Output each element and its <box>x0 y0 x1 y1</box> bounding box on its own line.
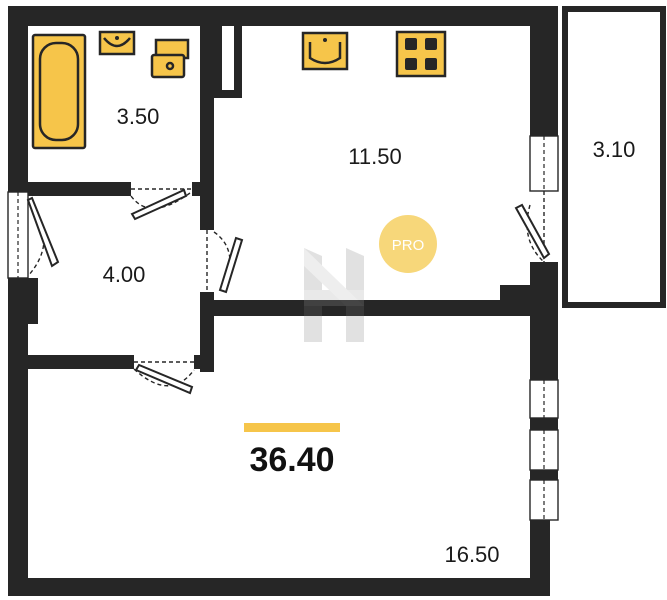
balcony-area-label: 3.10 <box>593 137 636 162</box>
total-area-accent-bar <box>244 423 340 432</box>
pro-badge-text: PRO <box>392 237 425 254</box>
watermark-logo <box>304 248 364 342</box>
windows <box>7 135 559 521</box>
kitchen-area-label: 11.50 <box>348 144 401 169</box>
pro-badge: PRO <box>379 215 437 273</box>
bathtub-icon <box>31 33 87 150</box>
living-room-area-label: 16.50 <box>444 542 499 567</box>
outer-walls <box>8 6 558 596</box>
bathroom-area-label: 3.50 <box>117 104 160 129</box>
hallway-area-label: 4.00 <box>103 262 146 287</box>
doors <box>26 188 551 395</box>
interior-walls <box>8 20 530 372</box>
stove-icon <box>395 30 447 78</box>
total-area-label: 36.40 <box>249 441 334 479</box>
toilet-icon <box>150 38 190 79</box>
kitchen-sink-icon <box>301 31 349 71</box>
balcony <box>562 6 666 308</box>
bathroom-sink-icon <box>98 30 136 56</box>
